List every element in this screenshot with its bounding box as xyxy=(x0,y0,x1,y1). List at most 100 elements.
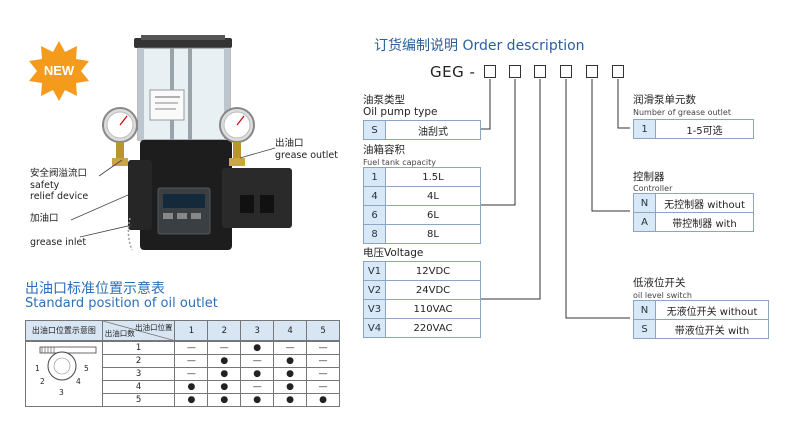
mark-cell: ● xyxy=(207,367,242,381)
callout-fill-cn: 加油口 xyxy=(30,213,59,224)
table-row: S 油刮式 xyxy=(363,120,481,140)
mark-cell: — xyxy=(306,354,340,368)
mark-cell: — xyxy=(240,380,275,394)
pump-type-label-en: Oil pump type xyxy=(363,106,438,118)
level-switch-label-en: oil level switch xyxy=(633,291,692,300)
option-desc: 12VDC xyxy=(385,261,481,281)
option-code: 6 xyxy=(363,205,386,225)
count-cell: 2 xyxy=(101,354,176,368)
mark-cell: ● xyxy=(207,380,242,394)
mark-cell: — xyxy=(240,354,275,368)
mark-cell: ● xyxy=(207,393,242,407)
controller-label-cn: 控制器 xyxy=(633,171,665,183)
count-cell: 5 xyxy=(101,393,176,407)
mark-cell: ● xyxy=(273,367,308,381)
product-photo: NEW xyxy=(0,0,350,270)
option-code: N xyxy=(633,193,656,213)
table-row: 5 ● ● ● ● ● xyxy=(26,393,340,407)
option-desc: 1-5可选 xyxy=(655,119,754,139)
pump-type-table: S 油刮式 xyxy=(363,120,481,140)
callout-safety-cn: 安全阀溢流口 xyxy=(30,168,88,179)
option-desc: 油刮式 xyxy=(385,120,481,140)
count-cell: 3 xyxy=(101,367,176,381)
option-code: S xyxy=(633,319,656,339)
badge-text: NEW xyxy=(44,63,75,78)
diagram-header: 出油口位置示意图 xyxy=(25,320,103,341)
option-desc: 无控制器 without xyxy=(655,193,754,213)
callout-safety-en1: safety xyxy=(30,180,60,191)
option-desc: 带控制器 with xyxy=(655,212,754,232)
option-code: 1 xyxy=(633,119,656,139)
option-desc: 6L xyxy=(385,205,481,225)
option-code: V1 xyxy=(363,261,386,281)
mark-cell: — xyxy=(207,341,242,355)
diagonal-header-cell: 出油口位置 出油口数 xyxy=(101,320,176,341)
option-desc: 24VDC xyxy=(385,280,481,300)
voltage-label: 电压Voltage xyxy=(363,247,424,259)
option-code: V4 xyxy=(363,318,386,338)
units-label-en: Number of grease outlet xyxy=(633,108,731,117)
mark-cell: — xyxy=(174,341,209,355)
tank-label-cn: 油箱容积 xyxy=(363,144,405,156)
diagram-label-3: 3 xyxy=(59,388,64,397)
pos-col-3: 3 xyxy=(240,320,275,341)
option-desc: 8L xyxy=(385,224,481,244)
mark-cell: ● xyxy=(273,380,308,394)
mark-cell: ● xyxy=(273,354,308,368)
table-row: 2 — ● — ● — xyxy=(26,354,340,368)
pos-col-1: 1 xyxy=(174,320,209,341)
mark-cell: ● xyxy=(306,393,340,407)
callout-outlet-en: grease outlet xyxy=(275,150,338,161)
mark-cell: ● xyxy=(207,354,242,368)
new-badge: NEW xyxy=(29,41,89,101)
mark-cell: ● xyxy=(240,367,275,381)
option-code: V2 xyxy=(363,280,386,300)
count-cell: 1 xyxy=(101,341,176,355)
option-desc: 4L xyxy=(385,186,481,206)
mark-cell: — xyxy=(306,367,340,381)
mark-cell: ● xyxy=(174,380,209,394)
diagram-label-5: 5 xyxy=(84,364,89,373)
diagram-label-4: 4 xyxy=(76,377,81,386)
code-box-3 xyxy=(534,65,546,78)
diagonal-line xyxy=(102,321,176,341)
standard-title-cn: 出油口标准位置示意表 xyxy=(25,281,165,297)
mark-cell: — xyxy=(174,367,209,381)
pos-col-4: 4 xyxy=(273,320,308,341)
code-box-2 xyxy=(509,65,521,78)
pos-col-2: 2 xyxy=(207,320,242,341)
pos-col-5: 5 xyxy=(306,320,340,341)
mark-cell: — xyxy=(174,354,209,368)
mark-cell: — xyxy=(306,380,340,394)
diagram-label-2: 2 xyxy=(40,377,45,386)
table-row: 1 1-5可选 xyxy=(633,119,754,139)
option-code: V3 xyxy=(363,299,386,319)
code-box-6 xyxy=(612,65,624,78)
tank-label-en: Fuel tank capacity xyxy=(363,158,436,167)
callout-fill-en: grease inlet xyxy=(30,237,87,248)
callout-outlet-cn: 出油口 xyxy=(275,138,304,149)
standard-title-en: Standard position of oil outlet xyxy=(25,296,218,311)
table-row: 出油口位置示意图 出油口位置 出油口数 1 2 3 4 5 xyxy=(25,320,340,341)
pump-illustration xyxy=(70,35,292,251)
order-title: 订货编制说明 Order description xyxy=(374,38,585,54)
code-box-5 xyxy=(586,65,598,78)
option-code: 1 xyxy=(363,167,386,187)
outlet-diagram-cell: 1 2 3 4 5 xyxy=(25,341,103,407)
option-code: A xyxy=(633,212,656,232)
units-table: 1 1-5可选 xyxy=(633,119,754,139)
